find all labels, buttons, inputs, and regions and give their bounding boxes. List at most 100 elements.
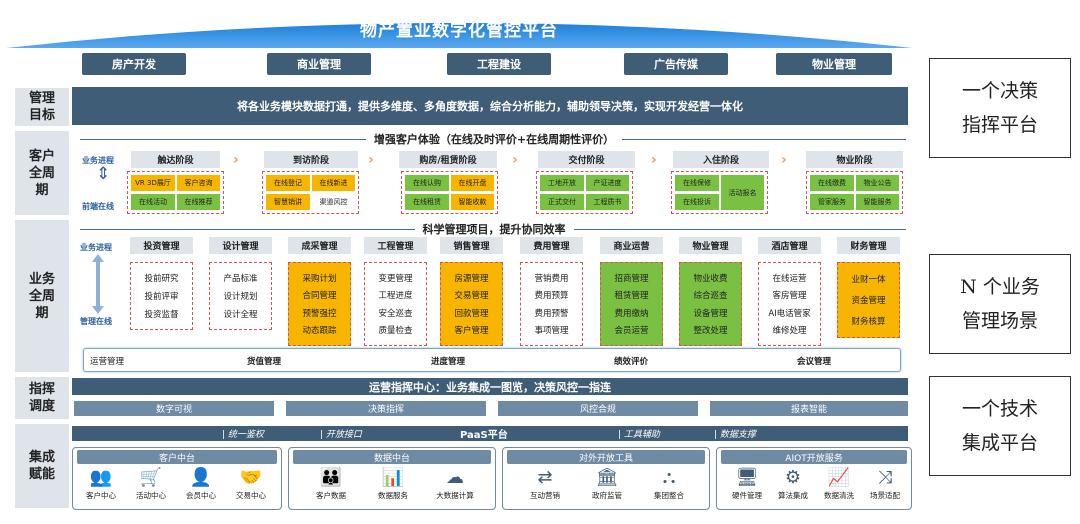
ops-item[interactable]: 货值管理 bbox=[247, 357, 282, 367]
group-item[interactable]: 🖥硬件管理 bbox=[719, 466, 775, 501]
col-item[interactable]: 回款管理 bbox=[454, 308, 489, 319]
command-risk[interactable]: 风控合规 bbox=[498, 401, 698, 416]
col-item[interactable]: 设计规划 bbox=[223, 292, 258, 302]
col-item[interactable]: 工程进度 bbox=[378, 291, 413, 302]
stage-cell[interactable]: 物业公告 bbox=[856, 175, 899, 191]
stage-cell[interactable]: 在线新进 bbox=[312, 175, 355, 191]
col-finance[interactable]: 财务管理 bbox=[837, 237, 900, 254]
module-property[interactable]: 物业管理 bbox=[776, 53, 892, 75]
col-item[interactable]: 安全巡查 bbox=[378, 308, 413, 319]
col-item[interactable]: 综合巡查 bbox=[693, 291, 728, 302]
col-item[interactable]: 租赁管理 bbox=[614, 291, 649, 302]
col-procurement[interactable]: 成采管理 bbox=[288, 237, 351, 254]
col-item[interactable]: 招商管理 bbox=[614, 273, 649, 284]
group-item[interactable]: 🤝交易中心 bbox=[223, 466, 279, 501]
stage-cell[interactable]: 智慧销讲 bbox=[266, 194, 310, 210]
stage-cell[interactable]: 正式交付 bbox=[540, 194, 584, 210]
paas-item[interactable]: | 开放接口 bbox=[320, 430, 362, 440]
stage-cell[interactable]: 客户咨询 bbox=[177, 175, 220, 191]
command-digital-visual[interactable]: 数字可视 bbox=[74, 401, 274, 416]
col-item[interactable]: 费用预算 bbox=[534, 291, 569, 302]
group-item[interactable]: 🛒活动中心 bbox=[123, 466, 179, 501]
stage-cell[interactable]: 在线登记 bbox=[266, 175, 310, 191]
col-item[interactable]: 变更管理 bbox=[378, 273, 413, 284]
col-property[interactable]: 物业管理 bbox=[679, 237, 742, 254]
stage-cell[interactable]: 渠道风控 bbox=[312, 194, 355, 210]
stage-cell[interactable]: 产证进度 bbox=[586, 175, 629, 191]
group-item[interactable]: 👤会员中心 bbox=[173, 466, 229, 501]
col-item[interactable]: 交易管理 bbox=[454, 291, 489, 302]
col-item[interactable]: 业财一体 bbox=[851, 275, 886, 286]
col-item[interactable]: 费用缴纳 bbox=[614, 308, 649, 319]
stage-cell[interactable]: VR 3D展厅 bbox=[131, 175, 175, 191]
stage-cell[interactable]: 活动报名 bbox=[721, 175, 764, 210]
group-item[interactable]: ⛬集团整合 bbox=[641, 466, 697, 501]
group-item[interactable]: ⇄互动营销 bbox=[517, 466, 573, 501]
group-item[interactable]: 🏛政府监管 bbox=[579, 466, 635, 501]
col-expense[interactable]: 费用管理 bbox=[520, 237, 583, 254]
col-item[interactable]: 投前研究 bbox=[144, 274, 179, 284]
col-item[interactable]: 在线运营 bbox=[772, 273, 807, 284]
col-item[interactable]: 资金管理 bbox=[851, 295, 886, 306]
ops-item[interactable]: 会议管理 bbox=[797, 357, 832, 367]
col-item[interactable]: 设计全程 bbox=[223, 310, 258, 320]
stage-cell[interactable]: 在线租赁 bbox=[405, 194, 449, 210]
stage-cell[interactable]: 管家服务 bbox=[810, 194, 854, 210]
ops-item[interactable]: 进度管理 bbox=[431, 357, 466, 367]
paas-item[interactable]: | 工具辅助 bbox=[618, 430, 660, 440]
col-item[interactable]: 采购计划 bbox=[302, 273, 337, 284]
col-investment[interactable]: 投资管理 bbox=[130, 237, 193, 254]
col-commercial-ops[interactable]: 商业运营 bbox=[600, 237, 663, 254]
group-item[interactable]: ⤨场景适配 bbox=[857, 466, 913, 501]
col-item[interactable]: 维修处理 bbox=[772, 326, 807, 337]
col-design[interactable]: 设计管理 bbox=[209, 237, 272, 254]
col-item[interactable]: 投前评审 bbox=[144, 292, 179, 302]
group-item[interactable]: 📊数据服务 bbox=[365, 466, 421, 501]
stage-delivery[interactable]: 交付阶段 bbox=[538, 151, 635, 168]
group-item[interactable]: 📈数据清洗 bbox=[811, 466, 867, 501]
col-item[interactable]: 物业收费 bbox=[693, 273, 728, 284]
col-item[interactable]: 财务核算 bbox=[851, 316, 886, 327]
col-item[interactable]: 事项管理 bbox=[534, 326, 569, 337]
module-real-estate[interactable]: 房产开发 bbox=[82, 53, 186, 75]
stage-cell[interactable]: 在线活动 bbox=[131, 194, 175, 210]
col-item[interactable]: 整改处理 bbox=[693, 326, 728, 337]
command-report[interactable]: 报表智能 bbox=[710, 401, 908, 416]
ops-item[interactable]: 绩效评价 bbox=[614, 357, 649, 367]
group-item[interactable]: 👪客户数据 bbox=[303, 466, 359, 501]
col-item[interactable]: AI电话管家 bbox=[768, 308, 811, 319]
col-hotel[interactable]: 酒店管理 bbox=[758, 237, 821, 254]
stage-cell[interactable]: 工程质书 bbox=[586, 194, 629, 210]
stage-cell[interactable]: 工地开放 bbox=[540, 175, 584, 191]
stage-reach[interactable]: 触达阶段 bbox=[131, 151, 220, 168]
command-decision[interactable]: 决策指挥 bbox=[286, 401, 486, 416]
col-item[interactable]: 会员运营 bbox=[614, 326, 649, 337]
col-item[interactable]: 预警强控 bbox=[302, 308, 337, 319]
col-item[interactable]: 合同管理 bbox=[302, 291, 337, 302]
col-item[interactable]: 费用预警 bbox=[534, 308, 569, 319]
col-item[interactable]: 投资监督 bbox=[144, 310, 179, 320]
group-item[interactable]: ☁大数据计算 bbox=[427, 466, 483, 501]
stage-move-in[interactable]: 入住阶段 bbox=[673, 151, 769, 168]
col-item[interactable]: 客房管理 bbox=[772, 291, 807, 302]
col-item[interactable]: 产品标准 bbox=[223, 274, 258, 284]
stage-purchase[interactable]: 购房/租赁阶段 bbox=[399, 151, 497, 168]
stage-cell[interactable]: 智能服务 bbox=[856, 194, 899, 210]
paas-item[interactable]: | 统一鉴权 bbox=[222, 430, 264, 440]
stage-cell[interactable]: 在线缴费 bbox=[810, 175, 854, 191]
module-commercial[interactable]: 商业管理 bbox=[267, 53, 371, 75]
paas-item[interactable]: | 数据支撑 bbox=[714, 430, 756, 440]
stage-cell[interactable]: 在线投诉 bbox=[675, 194, 719, 210]
stage-visit[interactable]: 到访阶段 bbox=[264, 151, 358, 168]
col-engineering[interactable]: 工程管理 bbox=[364, 237, 427, 254]
col-item[interactable]: 营销费用 bbox=[534, 273, 569, 284]
col-item[interactable]: 房源管理 bbox=[454, 273, 489, 284]
col-sales[interactable]: 销售管理 bbox=[440, 237, 503, 254]
stage-property[interactable]: 物业阶段 bbox=[806, 151, 903, 168]
col-item[interactable]: 设备管理 bbox=[693, 308, 728, 319]
module-advertising[interactable]: 广告传媒 bbox=[624, 53, 728, 75]
stage-cell[interactable]: 在线认购 bbox=[405, 175, 449, 191]
stage-cell[interactable]: 智能收款 bbox=[451, 194, 494, 210]
stage-cell[interactable]: 在线推荐 bbox=[177, 194, 220, 210]
col-item[interactable]: 质量检查 bbox=[378, 326, 413, 337]
